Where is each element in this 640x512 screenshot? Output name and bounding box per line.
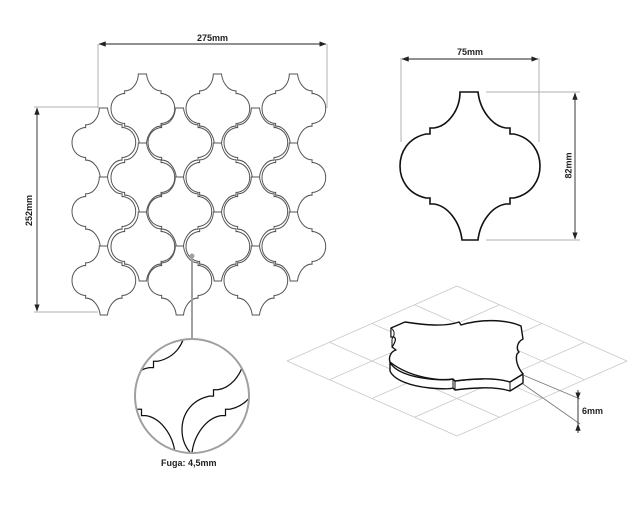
mosaic-col-0 bbox=[71, 107, 137, 316]
single-tile-height-dimension bbox=[486, 91, 580, 241]
isometric-tile bbox=[388, 319, 524, 392]
mosaic-col-5 bbox=[261, 73, 327, 282]
mosaic-height-label: 252mm bbox=[24, 194, 35, 227]
mosaic-col-4 bbox=[223, 107, 289, 316]
single-tile-outline bbox=[399, 91, 541, 241]
single-tile-width-dimension bbox=[400, 56, 540, 142]
grout-detail-magnifier bbox=[134, 338, 250, 454]
mosaic-col-1 bbox=[110, 73, 176, 282]
thickness-label: 6mm bbox=[582, 406, 604, 416]
single-tile-width-label: 75mm bbox=[457, 47, 484, 57]
mosaic-height-dimension bbox=[34, 106, 98, 313]
mosaic-col-3 bbox=[185, 73, 251, 282]
grout-width-label: Fuga: 4,5mm bbox=[161, 458, 217, 468]
thickness-dimension bbox=[522, 374, 581, 433]
magnifier-leader bbox=[189, 253, 195, 339]
mosaic-width-label: 275mm bbox=[197, 33, 229, 43]
single-tile-height-label: 82mm bbox=[563, 152, 574, 179]
mosaic-width-dimension bbox=[97, 41, 328, 108]
mosaic-col-2 bbox=[147, 107, 213, 316]
mosaic-sheet bbox=[71, 73, 327, 316]
